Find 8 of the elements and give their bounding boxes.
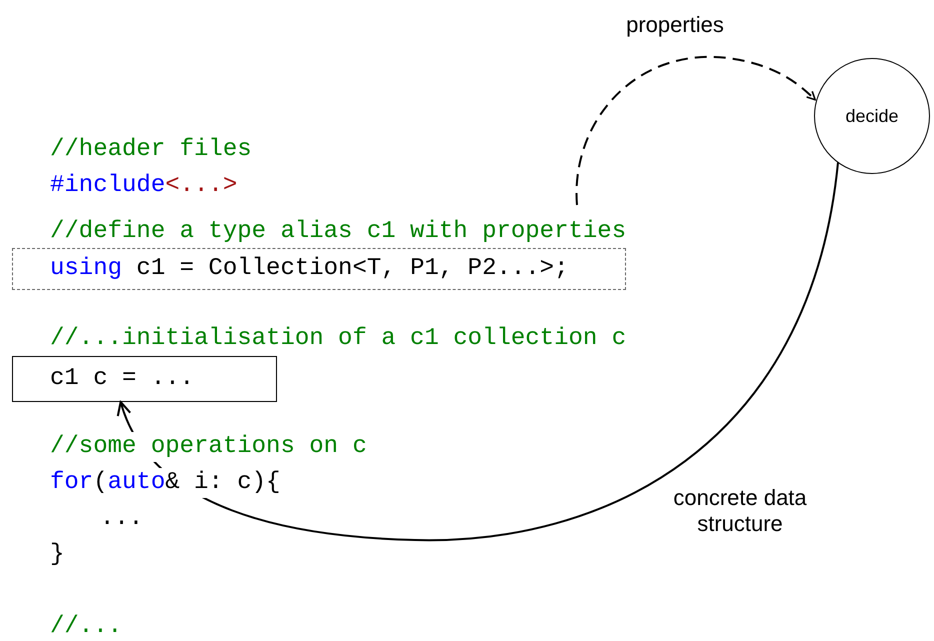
code-line: c1 c = ... xyxy=(50,364,194,394)
decision-circle xyxy=(814,58,930,174)
node-label: decide xyxy=(845,106,899,126)
code-box xyxy=(12,248,626,290)
code-box xyxy=(12,356,277,402)
code-line: using c1 = Collection<T, P1, P2...>; xyxy=(50,254,568,284)
arrow xyxy=(118,162,839,541)
dashed-arrow xyxy=(576,56,816,205)
